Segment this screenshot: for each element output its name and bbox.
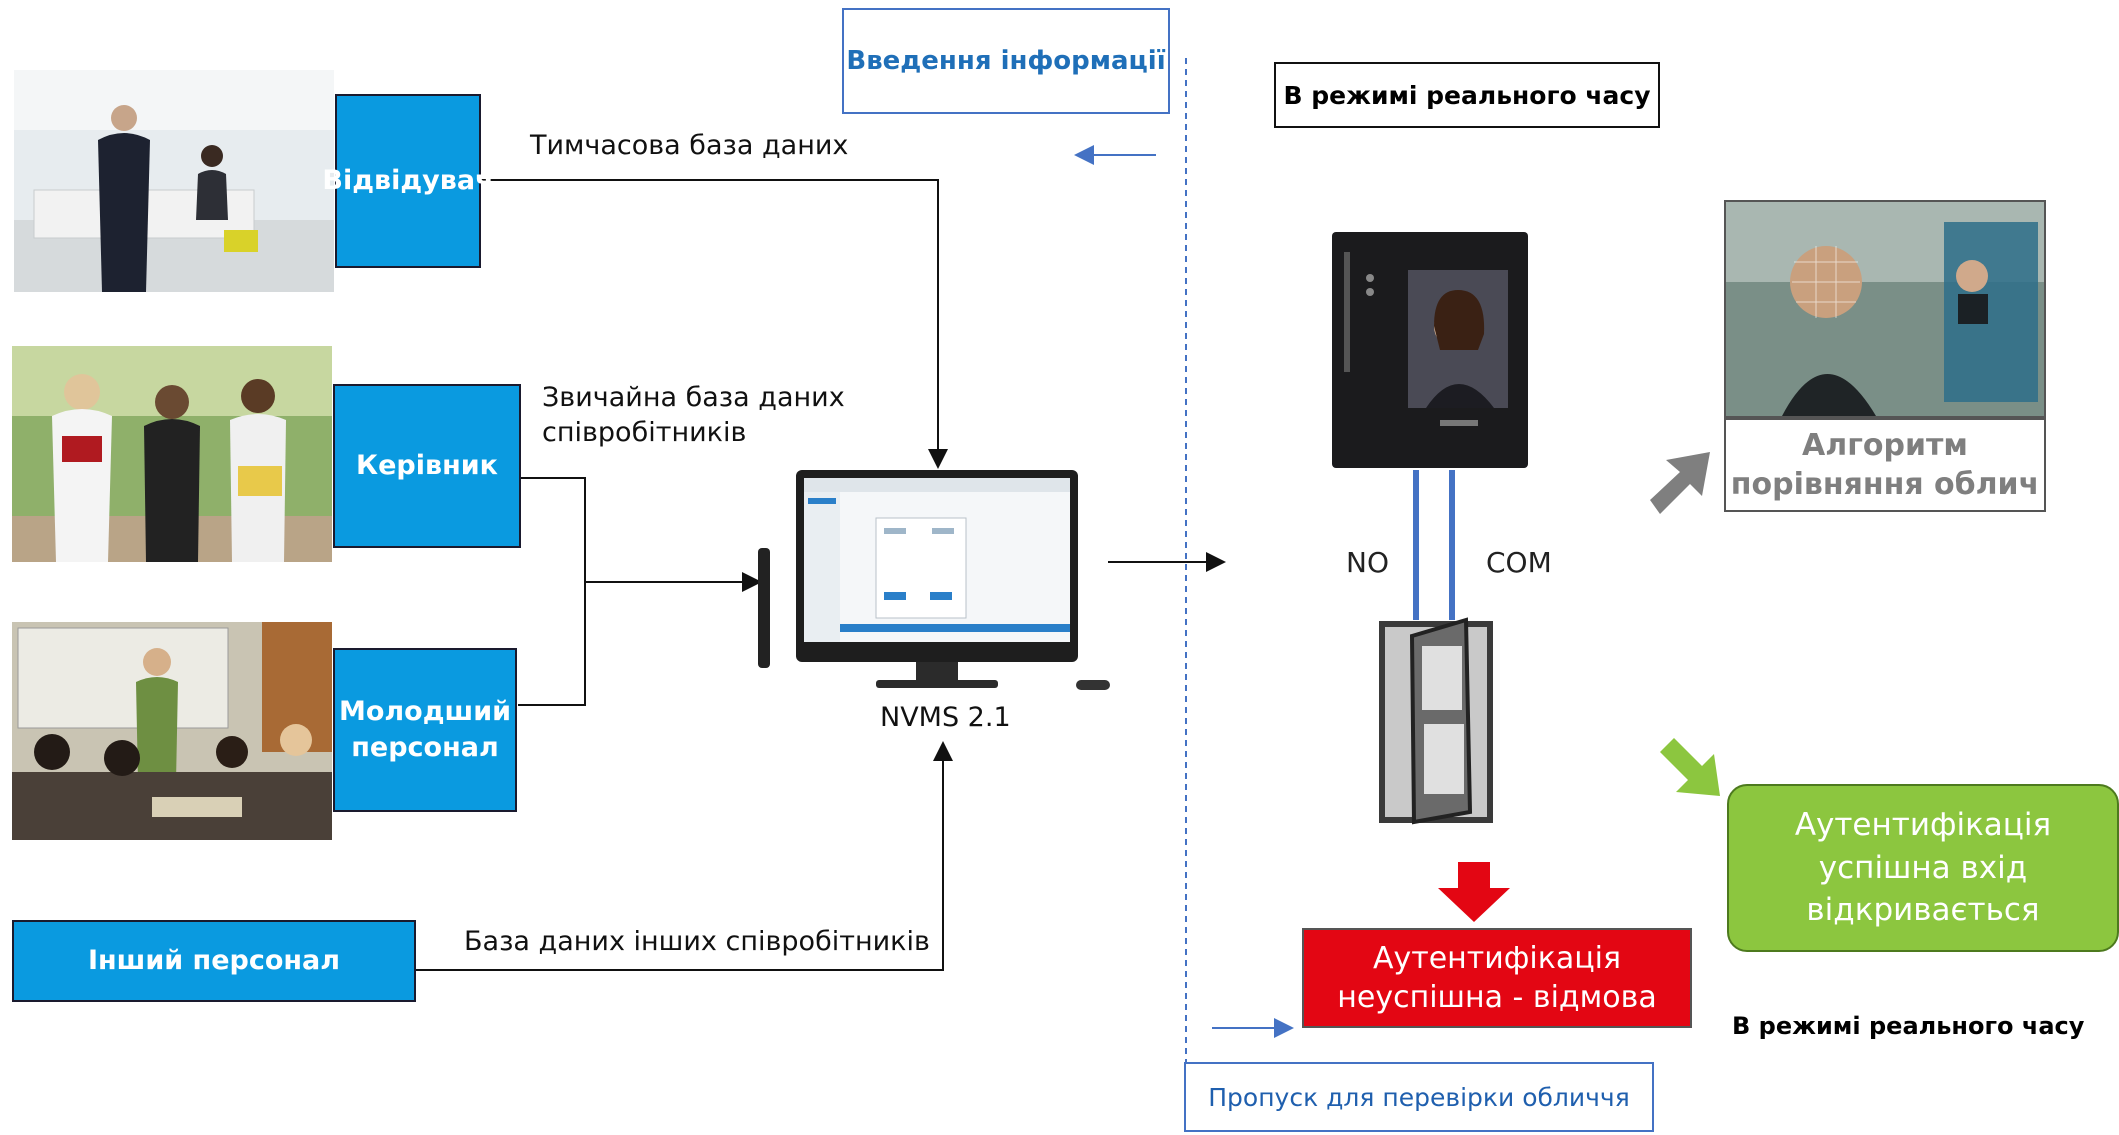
db-others-label: База даних інших співробітників bbox=[464, 926, 930, 957]
face-compare-photo bbox=[1724, 200, 2046, 418]
auth-fail-label: Аутентифікація неуспішна - відмова bbox=[1337, 941, 1657, 1015]
auth-success-label: Аутентифікація успішна вхід відкриваєтьс… bbox=[1794, 806, 2052, 929]
nvms-label: NVMS 2.1 bbox=[880, 702, 1011, 733]
gray-arrow bbox=[1650, 452, 1710, 514]
door-illustration bbox=[1374, 616, 1498, 826]
realtime-top-label: В режимі реального часу bbox=[1283, 80, 1651, 110]
role-manager: Керівник bbox=[333, 384, 521, 548]
green-arrow bbox=[1660, 738, 1720, 796]
relay-com-label: COM bbox=[1486, 546, 1552, 579]
relay-no-label: NO bbox=[1346, 546, 1389, 579]
face-terminal bbox=[1330, 230, 1530, 470]
visitor-connector bbox=[480, 179, 948, 469]
manager-photo bbox=[12, 346, 332, 562]
relay-wire-no bbox=[1413, 470, 1419, 620]
nvms-monitor bbox=[756, 462, 1116, 700]
db-temporary-label: Тимчасова база даних bbox=[530, 130, 849, 161]
red-down-arrow bbox=[1438, 862, 1510, 922]
role-junior: Молодший персонал bbox=[333, 648, 517, 812]
relay-wire-com bbox=[1449, 470, 1455, 620]
role-visitor-label: Відвідувач bbox=[322, 164, 494, 196]
pass-label: Пропуск для перевірки обличчя bbox=[1208, 1082, 1630, 1112]
realtime-bottom-label: В режимі реального часу bbox=[1732, 1012, 2085, 1040]
algorithm-label: Алгоритм порівняння облич bbox=[1730, 428, 2040, 502]
auth-success-box: Аутентифікація успішна вхід відкриваєтьс… bbox=[1727, 784, 2119, 952]
visitor-photo bbox=[14, 70, 334, 292]
role-manager-label: Керівник bbox=[356, 449, 498, 481]
input-info-box: Введення інформації bbox=[842, 8, 1170, 114]
role-visitor: Відвідувач bbox=[322, 94, 494, 268]
junior-photo bbox=[12, 622, 332, 840]
input-info-label: Введення інформації bbox=[846, 46, 1166, 76]
other-connector bbox=[416, 741, 953, 971]
role-other-label: Інший персонал bbox=[87, 944, 341, 976]
role-other: Інший персонал bbox=[12, 920, 416, 1002]
realtime-top-box: В режимі реального часу bbox=[1274, 62, 1660, 128]
algorithm-box: Алгоритм порівняння облич bbox=[1724, 418, 2046, 512]
db-regular-label: Звичайна база даних співробітників bbox=[542, 382, 845, 449]
manager-connector bbox=[518, 477, 586, 706]
pass-box: Пропуск для перевірки обличчя bbox=[1184, 1062, 1654, 1132]
auth-fail-box: Аутентифікація неуспішна - відмова bbox=[1302, 928, 1692, 1028]
role-junior-label: Молодший персонал bbox=[338, 695, 512, 763]
